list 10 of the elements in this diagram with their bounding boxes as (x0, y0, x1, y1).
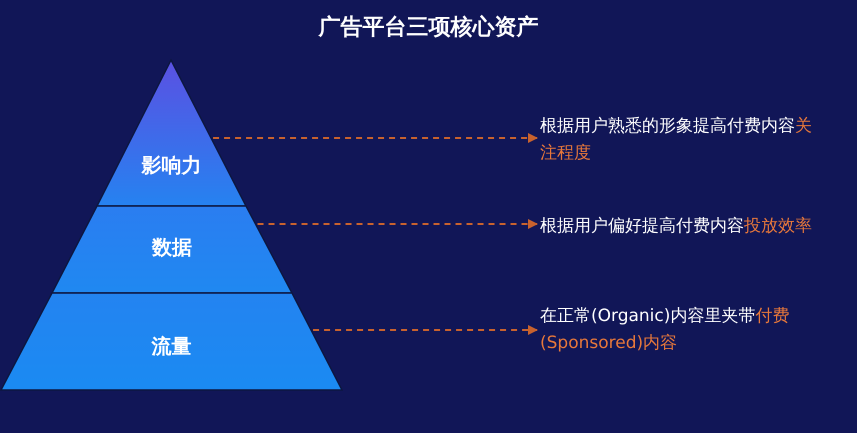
tier-label: 数据 (152, 234, 192, 261)
description-text: 在正常(Organic)内容里夹带付费(Sponsored)内容 (540, 305, 790, 356)
description-text: 根据用户偏好提高付费内容投放效率 (540, 215, 813, 238)
arrow (258, 219, 538, 229)
tier-label: 流量 (152, 333, 192, 360)
arrow (213, 133, 538, 143)
description-text: 根据用户熟悉的形象提高付费内容关注程度 (540, 115, 813, 166)
tier-label: 影响力 (142, 152, 202, 179)
diagram-title: 广告平台三项核心资产 (318, 14, 538, 42)
arrow (313, 325, 538, 335)
